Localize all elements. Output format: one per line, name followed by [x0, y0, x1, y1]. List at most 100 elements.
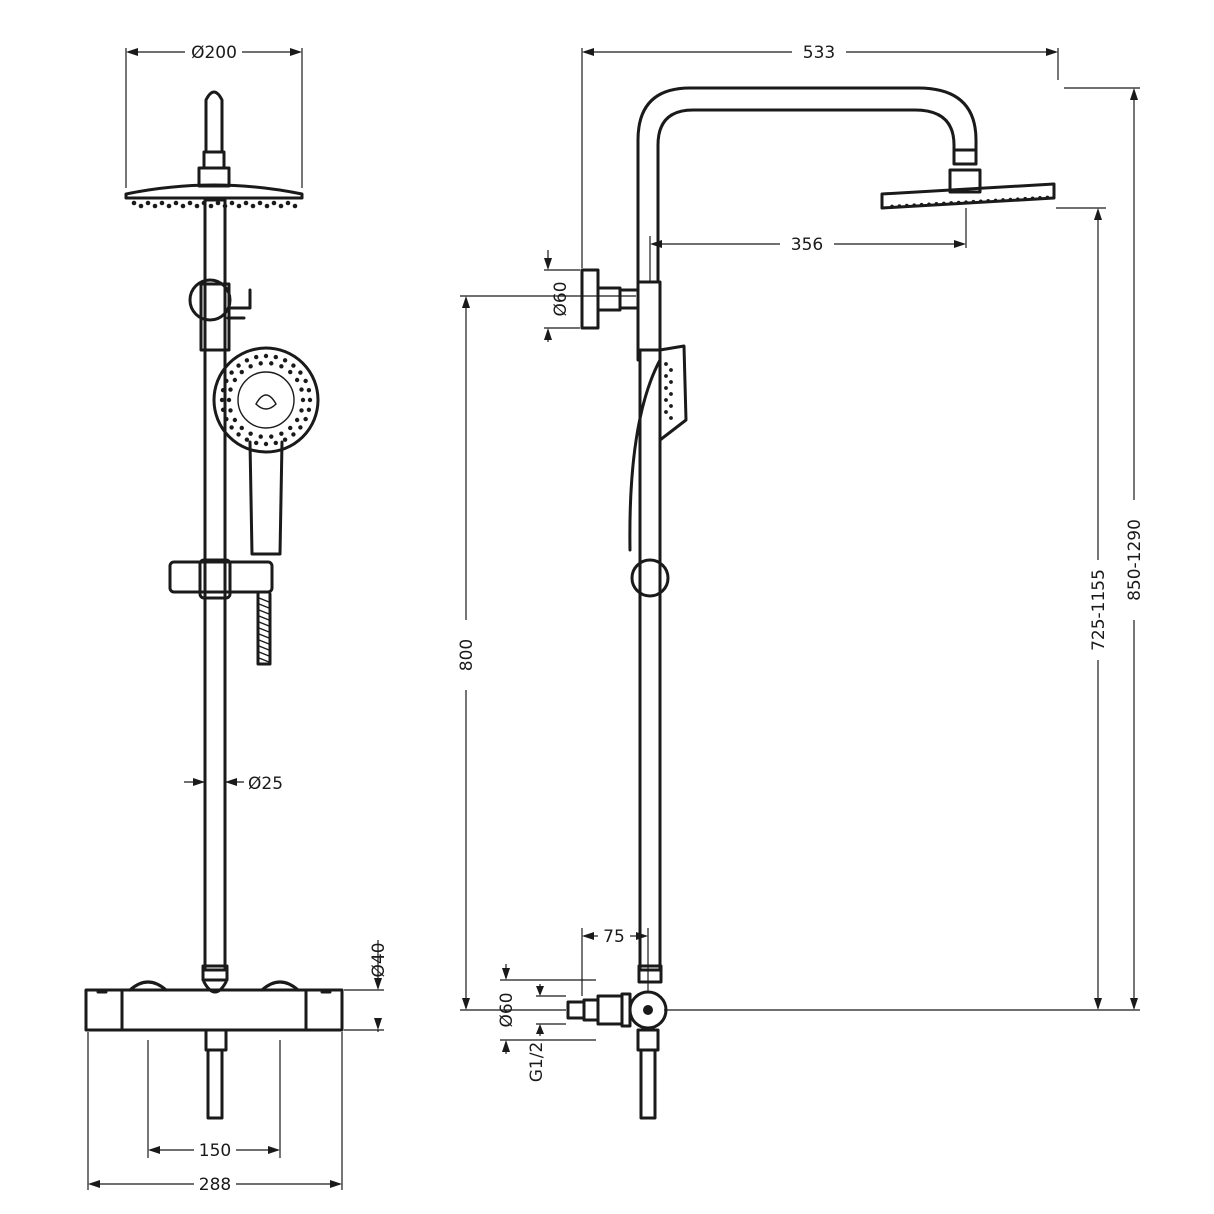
handset-nozzle-dot	[306, 388, 312, 393]
nozzle-dot	[285, 200, 291, 206]
hose-coil	[258, 639, 270, 645]
handset-nozzle-dot	[219, 397, 225, 403]
dimension-labels: Ø200 533 356 Ø60 Ø25 Ø40 75 Ø60 G1/2 800…	[191, 43, 1145, 1195]
hose-coil	[258, 627, 270, 633]
handset-nozzle-dot	[664, 374, 668, 378]
front-valve-body	[84, 988, 344, 1032]
front-hose	[256, 592, 272, 666]
nozzle-dot	[1038, 196, 1042, 200]
nozzle-dot	[166, 203, 172, 209]
dimension-lines	[87, 48, 1140, 1190]
label-valve-diameter: Ø40	[369, 942, 389, 977]
side-head-nozzles	[890, 195, 1050, 209]
nozzle-dot	[250, 203, 256, 209]
handset-nozzle-dot	[244, 437, 250, 442]
side-overhead-shower-head	[880, 182, 1056, 210]
handset-nozzle-dot	[239, 369, 244, 375]
label-outlet-projection: 75	[603, 927, 625, 947]
nozzle-dot	[979, 199, 983, 204]
nozzle-dot	[180, 203, 186, 209]
side-handset-handle	[628, 358, 662, 552]
handset-nozzle-dot	[229, 425, 234, 430]
hose-coil	[258, 603, 270, 609]
handset-nozzle-dot	[263, 353, 269, 359]
label-head-height-range: 725-1155	[1089, 569, 1109, 651]
handset-nozzle-dot	[239, 425, 244, 431]
nozzle-dot	[956, 200, 961, 205]
side-slider-knob	[630, 558, 670, 598]
handset-nozzle-dot	[269, 361, 274, 366]
label-outlet-diameter: Ø60	[497, 992, 517, 1027]
handset-nozzle-dot	[294, 417, 300, 423]
handset-nozzle-dot	[306, 407, 312, 412]
nozzle-dot	[964, 200, 968, 204]
hose-coil	[258, 597, 270, 603]
nozzle-dot	[145, 200, 151, 206]
front-valve-connector	[201, 964, 229, 982]
handset-nozzle-dot	[228, 408, 233, 413]
side-arm-outer	[636, 86, 978, 362]
side-bracket-arm	[596, 286, 622, 312]
handset-nozzle-dot	[299, 387, 304, 392]
handset-nozzle-dot	[664, 398, 668, 402]
handset-nozzle-dot	[291, 363, 296, 368]
nozzle-dot	[1030, 196, 1035, 201]
handset-nozzle-dot	[224, 416, 229, 422]
front-riser-top	[204, 90, 224, 154]
handset-nozzle-dot	[299, 408, 304, 413]
side-riser-rail	[636, 280, 662, 352]
handset-nozzle-dot	[669, 380, 673, 384]
nozzle-dot	[934, 202, 939, 206]
side-wall-flange	[566, 1000, 586, 1020]
nozzle-dot	[278, 203, 284, 209]
front-handset-inner-ring	[237, 371, 295, 429]
side-handset-nozzles	[664, 362, 673, 420]
label-thread-size: G1/2	[527, 1042, 547, 1083]
nozzle-dot	[173, 200, 179, 206]
handset-nozzle-dot	[279, 364, 284, 369]
side-valve-core	[643, 1005, 653, 1015]
nozzle-dot	[927, 202, 931, 207]
front-head-mount	[197, 166, 231, 188]
label-overall-height-range: 850-1290	[1125, 519, 1145, 601]
nozzle-dot	[264, 203, 270, 209]
label-bracket-diameter: Ø60	[551, 281, 571, 316]
nozzle-dot	[271, 200, 277, 206]
nozzle-dot	[292, 203, 298, 209]
handset-nozzle-dot	[258, 434, 263, 439]
handset-nozzle-dot	[291, 432, 296, 437]
nozzle-dot	[236, 203, 242, 209]
handset-nozzle-dot	[224, 378, 229, 384]
nozzle-dot	[1001, 198, 1005, 202]
side-wall-plate	[580, 268, 600, 330]
label-valve-width: 288	[199, 1175, 231, 1195]
handset-nozzle-dot	[303, 378, 308, 384]
nozzle-dot	[942, 201, 946, 206]
handset-nozzle-dot	[248, 431, 253, 436]
handset-nozzle-dot	[298, 370, 303, 375]
front-overhead-shower-head	[124, 183, 304, 200]
nozzle-dot	[890, 204, 894, 209]
handset-nozzle-dot	[294, 377, 300, 383]
front-head-nozzles	[131, 200, 298, 209]
nozzle-dot	[897, 204, 902, 208]
handset-nozzle-dot	[273, 354, 278, 360]
handset-nozzle-dot	[669, 416, 673, 420]
handset-nozzle-dot	[288, 425, 293, 431]
nozzle-dot	[949, 201, 953, 205]
handset-nozzle-dot	[300, 397, 306, 403]
side-outlet-nut	[596, 994, 624, 1026]
nozzle-dot	[215, 200, 221, 206]
handset-nozzle-dot	[279, 431, 284, 436]
label-valve-centres: 150	[199, 1141, 231, 1161]
front-bath-outlet-nut	[204, 1028, 228, 1052]
front-valve-top-cap	[202, 980, 228, 994]
handset-nozzle-dot	[248, 364, 253, 369]
nozzle-dot	[194, 203, 200, 209]
handset-nozzle-dot	[288, 369, 293, 375]
nozzle-dot	[1023, 196, 1027, 201]
nozzle-dot	[971, 199, 976, 204]
side-view	[566, 86, 1056, 1120]
label-rail-height: 800	[457, 639, 477, 671]
